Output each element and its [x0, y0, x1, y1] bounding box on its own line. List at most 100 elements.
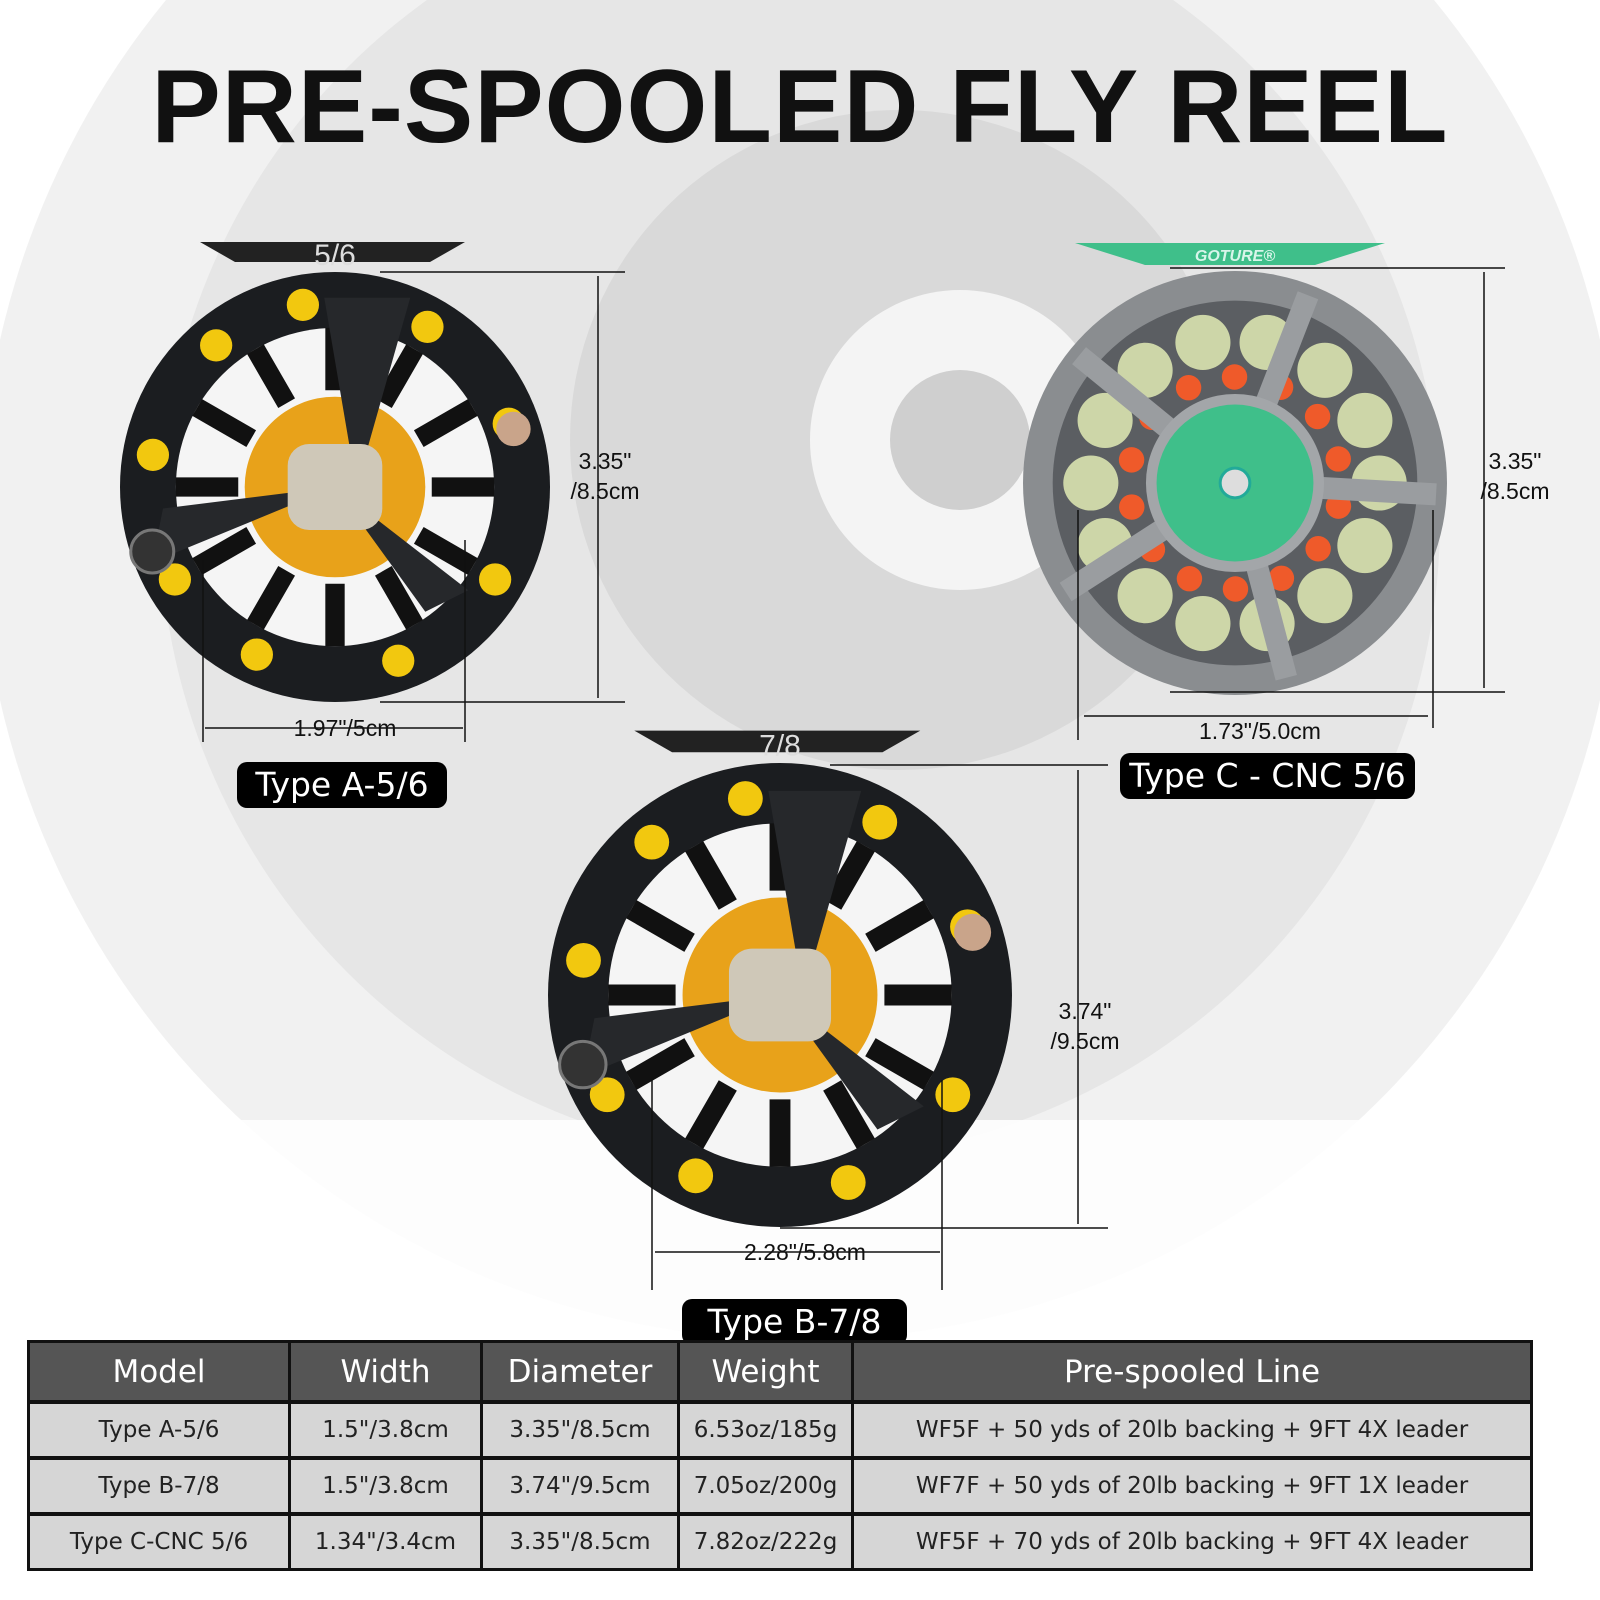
reel-foot-marking: 5/6 [314, 239, 356, 272]
header-weight: Weight [677, 1340, 854, 1404]
reel-port [411, 310, 444, 343]
reel-port [678, 1158, 714, 1194]
reel-c-height-dim: 3.35"/8.5cm [1480, 448, 1550, 504]
reel-c-label: Type C - CNC 5/6 [1120, 753, 1415, 799]
cell: 3.35"/8.5cm [480, 1400, 680, 1460]
cell: WF5F + 50 yds of 20lb backing + 9FT 4X l… [851, 1400, 1533, 1460]
cell: 7.05oz/200g [677, 1456, 854, 1516]
reel-spoke [823, 1080, 875, 1149]
cell: WF5F + 70 yds of 20lb backing + 9FT 4X l… [851, 1512, 1533, 1571]
header-diameter: Diameter [480, 1340, 680, 1404]
reel-port [727, 781, 763, 816]
reel-spoke [374, 565, 423, 630]
reel-line-port [1297, 342, 1353, 398]
cell: 1.5"/3.8cm [288, 1456, 483, 1516]
reel-spoke [685, 841, 737, 910]
reel-backing-port [1175, 374, 1202, 401]
reel-port [589, 1077, 625, 1113]
reel-drag-knob [954, 913, 992, 951]
reel-c: GOTURE® [1023, 243, 1447, 695]
reel-spoke [823, 841, 875, 910]
reel-foot [1075, 243, 1385, 265]
reel-backing-port [1176, 565, 1203, 592]
reel-handle-icon [129, 528, 176, 575]
reel-c-width-dim: 1.73"/5.0cm [1199, 718, 1321, 744]
reel-port [286, 288, 320, 322]
reel-port [136, 438, 170, 472]
cell: WF7F + 50 yds of 20lb backing + 9FT 1X l… [851, 1456, 1533, 1516]
cell: 1.5"/3.8cm [288, 1400, 483, 1460]
page-title: PRE-SPOOLED FLY REEL [151, 49, 1449, 165]
reel-spoke [626, 900, 695, 952]
header-line: Pre-spooled Line [851, 1340, 1533, 1404]
reel-b-width-dim: 2.28"/5.8cm [744, 1239, 866, 1265]
reel-port [634, 824, 670, 860]
cell: 3.74"/9.5cm [480, 1456, 680, 1516]
reel-spoke [865, 900, 934, 952]
reel-arm [768, 790, 862, 995]
reel-spoke [247, 344, 296, 409]
reel-backing-port [1304, 403, 1331, 430]
reel-line-port [1063, 455, 1119, 511]
reel-line-port [1337, 517, 1393, 574]
reel-a: 5/6 [120, 239, 550, 702]
reel-backing-port [1221, 364, 1248, 390]
reel-b-label: Type B-7/8 [682, 1299, 907, 1345]
reel-line-port [1117, 568, 1173, 624]
reel-spoke [865, 1038, 934, 1090]
cell: 7.82oz/222g [677, 1512, 854, 1571]
reel-line-port [1175, 314, 1231, 371]
reel-backing-port [1119, 494, 1145, 520]
reel-drag-knob [496, 411, 531, 447]
reel-line-port [1297, 568, 1353, 624]
reel-line-port [1117, 342, 1173, 398]
reel-line-port [1077, 392, 1133, 449]
cell: 3.35"/8.5cm [480, 1512, 680, 1571]
reel-spoke [374, 344, 423, 409]
cell: Type B-7/8 [27, 1456, 291, 1516]
reel-port [240, 638, 273, 671]
reel-port [200, 329, 233, 362]
reel-port [862, 804, 898, 840]
reel-foot [200, 242, 465, 262]
reel-a-width-dim: 1.97"/5cm [293, 715, 397, 741]
reel-port [830, 1165, 866, 1200]
reel-backing-port [1268, 565, 1295, 592]
reel-spoke [192, 526, 257, 575]
reel-port [935, 1077, 971, 1113]
cell: 1.34"/3.4cm [288, 1512, 483, 1571]
reel-hub [728, 948, 832, 1042]
reel-b-height-dim: 3.74"/9.5cm [1050, 998, 1120, 1054]
reel-line-port [1337, 392, 1393, 449]
spec-table-header: Model Width Diameter Weight Pre-spooled … [27, 1340, 1533, 1404]
brand-logo: GOTURE® [1195, 248, 1275, 265]
reel-backing-port [1222, 576, 1249, 602]
reel-spoke [192, 399, 257, 448]
reel-foot [634, 730, 921, 753]
reel-spoke [247, 565, 296, 630]
reel-backing-port [1305, 536, 1331, 562]
reel-port [479, 563, 512, 596]
reel-backing-port [1325, 446, 1351, 472]
reel-port [566, 942, 601, 978]
reel-spoke [626, 1038, 695, 1090]
reel-foot-marking: 7/8 [759, 729, 801, 762]
reel-line-port [1175, 595, 1231, 652]
screw-icon [1218, 466, 1252, 500]
reel-hub [287, 444, 383, 530]
reel-b: 7/8 [548, 729, 1012, 1227]
reel-a-label: Type A-5/6 [237, 762, 447, 808]
spec-table: Model Width Diameter Weight Pre-spooled … [27, 1340, 1533, 1571]
reel-spoke [413, 399, 478, 448]
reel-port [158, 563, 191, 596]
cell: Type A-5/6 [27, 1400, 291, 1460]
reel-a-height-dim: 3.35"/8.5cm [570, 448, 640, 504]
reel-spoke [685, 1080, 737, 1149]
reel-port [382, 644, 415, 677]
reel-arm [582, 995, 780, 1077]
cell: 6.53oz/185g [677, 1400, 854, 1460]
